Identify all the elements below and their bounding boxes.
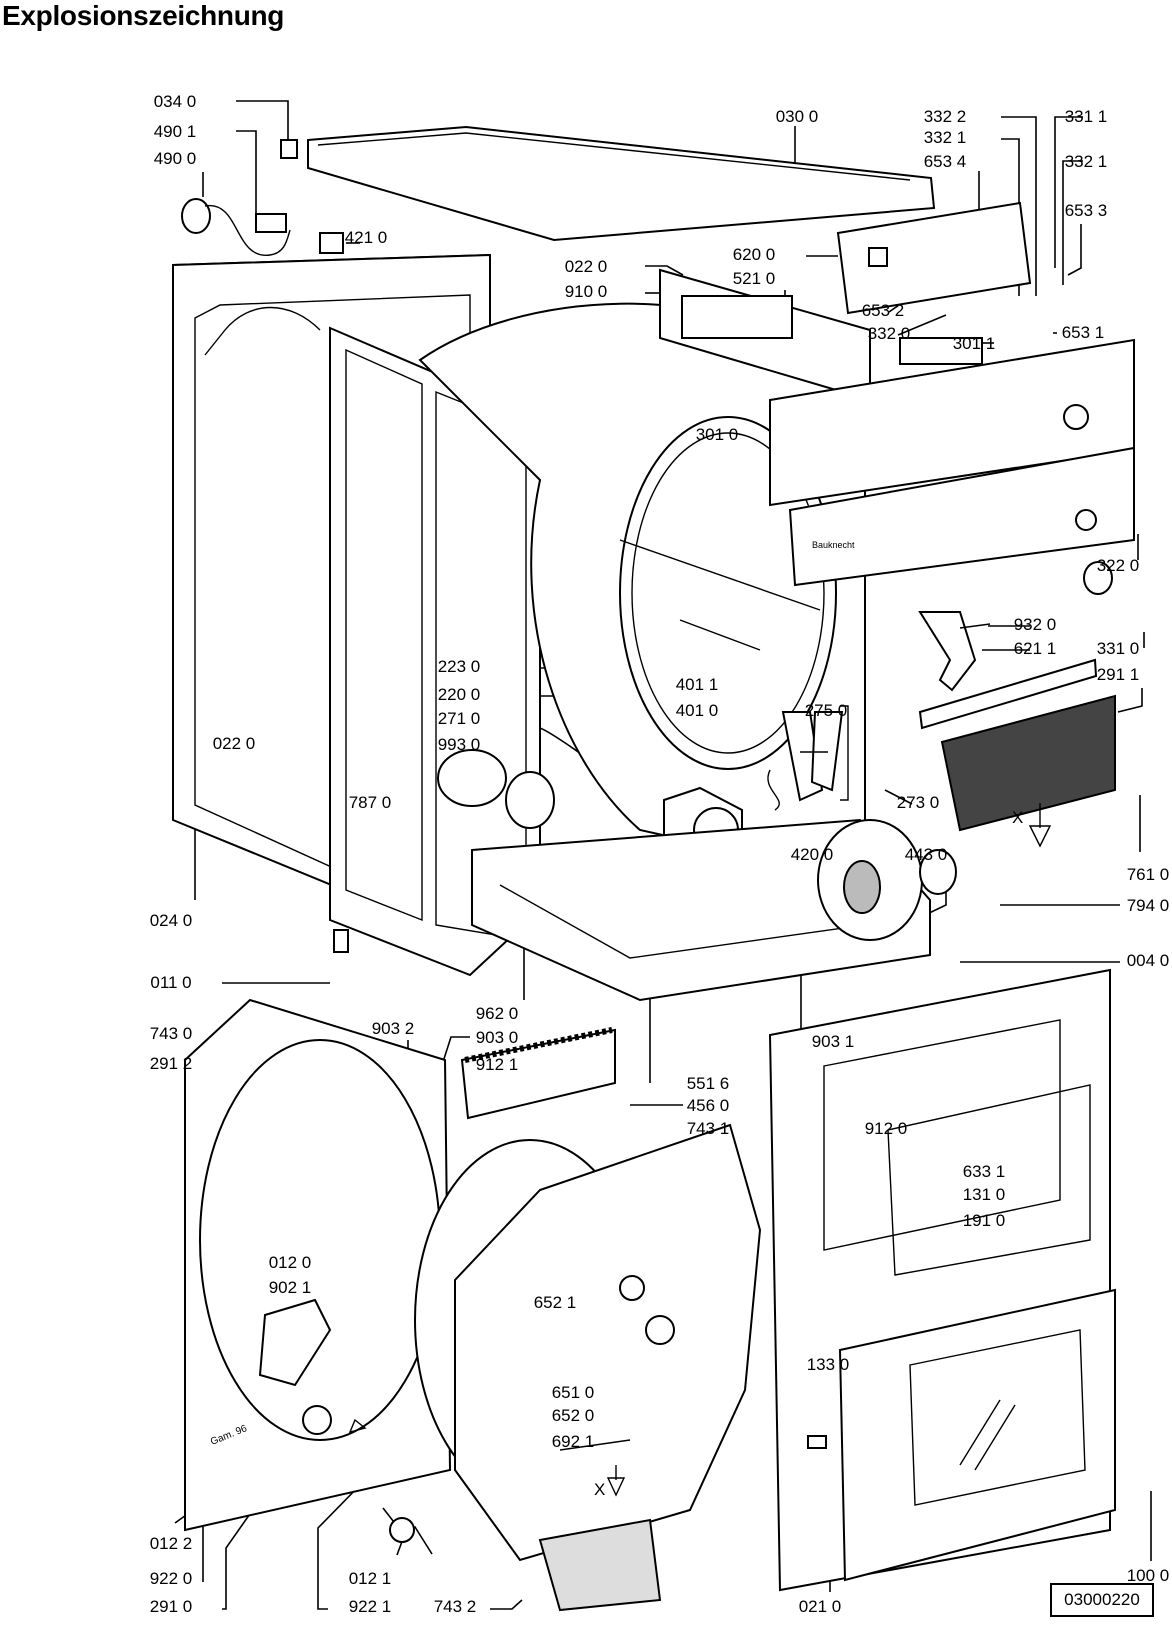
part-callout-label: 620 0 (733, 245, 776, 264)
door-lock-and-spring (918, 611, 991, 692)
part-callout-label: 273 0 (897, 793, 940, 812)
part-callout-label: 761 0 (1127, 865, 1170, 884)
part-callout-label: 922 0 (150, 1569, 193, 1588)
part-callout-label: 332 0 (868, 324, 911, 343)
part-callout-label: 301 0 (696, 425, 739, 444)
part-callout-label: 443 0 (905, 845, 948, 864)
part-callout-label: 787 0 (349, 793, 392, 812)
heater-element (460, 1027, 616, 1120)
control-panel: Bauknecht (769, 337, 1135, 595)
part-callout-label: 012 1 (349, 1569, 392, 1588)
part-callout-label: 653 2 (862, 301, 905, 320)
part-callout-label: 191 0 (963, 1211, 1006, 1230)
door-assembly (768, 968, 1116, 1592)
part-callout-label: 794 0 (1127, 896, 1170, 915)
part-callout-label: 903 0 (476, 1028, 519, 1047)
part-callout-label: 022 0 (213, 734, 256, 753)
rear-panel: Gam. 96 (184, 998, 452, 1543)
part-callout-label: 100 0 (1127, 1566, 1170, 1585)
lint-filter: X (918, 658, 1116, 848)
part-callout-label: 271 0 (438, 709, 481, 728)
part-callout-label: 653 4 (924, 152, 967, 171)
part-callout-label: 322 0 (1097, 556, 1140, 575)
part-callout-label: 912 0 (865, 1119, 908, 1138)
part-callout-label: 021 0 (799, 1597, 842, 1616)
part-callout-label: 131 0 (963, 1185, 1006, 1204)
airflow-marker-x: X (1012, 808, 1023, 827)
part-callout-label: 012 0 (269, 1253, 312, 1272)
part-callout-label: 633 1 (963, 1162, 1006, 1181)
part-callout-label: 903 2 (372, 1019, 415, 1038)
panel-brand-text: Bauknecht (812, 540, 855, 550)
part-callout-label: 022 0 (565, 257, 608, 276)
part-callout-label: 275 0 (805, 701, 848, 720)
bearing-bracket (659, 268, 871, 402)
airflow-marker-x-lower: X (594, 1480, 605, 1499)
part-callout-label: 331 0 (1097, 639, 1140, 658)
part-callout-label: 030 0 (776, 107, 819, 126)
mains-filter-and-cable (181, 139, 344, 256)
page-title: Explosionszeichnung (2, 0, 285, 31)
part-callout-label: 291 0 (150, 1597, 193, 1616)
part-callout-label: 331 1 (1065, 107, 1108, 126)
part-callout-label: 011 0 (150, 973, 191, 992)
part-callout-label: 902 1 (269, 1278, 312, 1297)
part-callout-label: 133 0 (807, 1355, 850, 1374)
part-callout-label: 743 0 (150, 1024, 193, 1043)
part-callout-label: 903 1 (812, 1032, 855, 1051)
part-callout-label: 910 0 (565, 282, 608, 301)
part-callout-label: 621 1 (1014, 639, 1057, 658)
part-callout-label: 004 0 (1127, 951, 1170, 970)
part-callout-label: 912 1 (476, 1055, 519, 1074)
part-callout-label: 743 2 (434, 1597, 477, 1616)
part-callout-label: 421 0 (345, 228, 388, 247)
part-callout-label: 012 2 (150, 1534, 193, 1553)
part-callout-label: 401 1 (676, 675, 719, 694)
part-callout-label: 652 0 (552, 1406, 595, 1425)
part-callout-label: 490 0 (154, 149, 197, 168)
callout-labels: 034 0 490 1 490 0 421 0 030 0 332 2 332 1 653 4… (150, 92, 1170, 1616)
part-callout-label: 223 0 (438, 657, 481, 676)
part-callout-label: 301 1 (953, 334, 996, 353)
base-frame (333, 818, 957, 1002)
part-callout-label: 653 1 (1062, 323, 1105, 342)
part-callout-label: 653 3 (1065, 201, 1108, 220)
part-callout-label: 521 0 (733, 269, 776, 288)
part-callout-label: 456 0 (687, 1096, 730, 1115)
part-callout-label: 490 1 (154, 122, 197, 141)
part-callout-label: 692 1 (552, 1432, 595, 1451)
part-callout-label: 332 1 (1065, 152, 1108, 171)
part-callout-label: 962 0 (476, 1004, 519, 1023)
part-callout-label: 401 0 (676, 701, 719, 720)
part-callout-label: 024 0 (150, 911, 193, 930)
part-callout-label: 291 2 (150, 1054, 193, 1073)
part-callout-label: 034 0 (154, 92, 197, 111)
part-callout-label: 922 1 (349, 1597, 392, 1616)
part-callout-label: 220 0 (438, 685, 481, 704)
part-callout-label: 932 0 (1014, 615, 1057, 634)
part-callout-label: 651 0 (552, 1383, 595, 1402)
document-number: 03000220 (1050, 1583, 1154, 1617)
part-callout-label: 332 1 (924, 128, 967, 147)
part-callout-label: 551 6 (687, 1074, 730, 1093)
part-callout-label: 420 0 (791, 845, 834, 864)
part-callout-label: 743 1 (687, 1119, 730, 1138)
part-callout-label: 652 1 (534, 1293, 577, 1312)
part-callout-label: 993 0 (438, 735, 481, 754)
drum (418, 302, 866, 882)
part-callout-label: 332 2 (924, 107, 967, 126)
control-board (836, 201, 1032, 315)
air-duct: X (414, 1123, 762, 1612)
top-cover (307, 125, 936, 242)
part-callout-label: 291 1 (1097, 665, 1140, 684)
